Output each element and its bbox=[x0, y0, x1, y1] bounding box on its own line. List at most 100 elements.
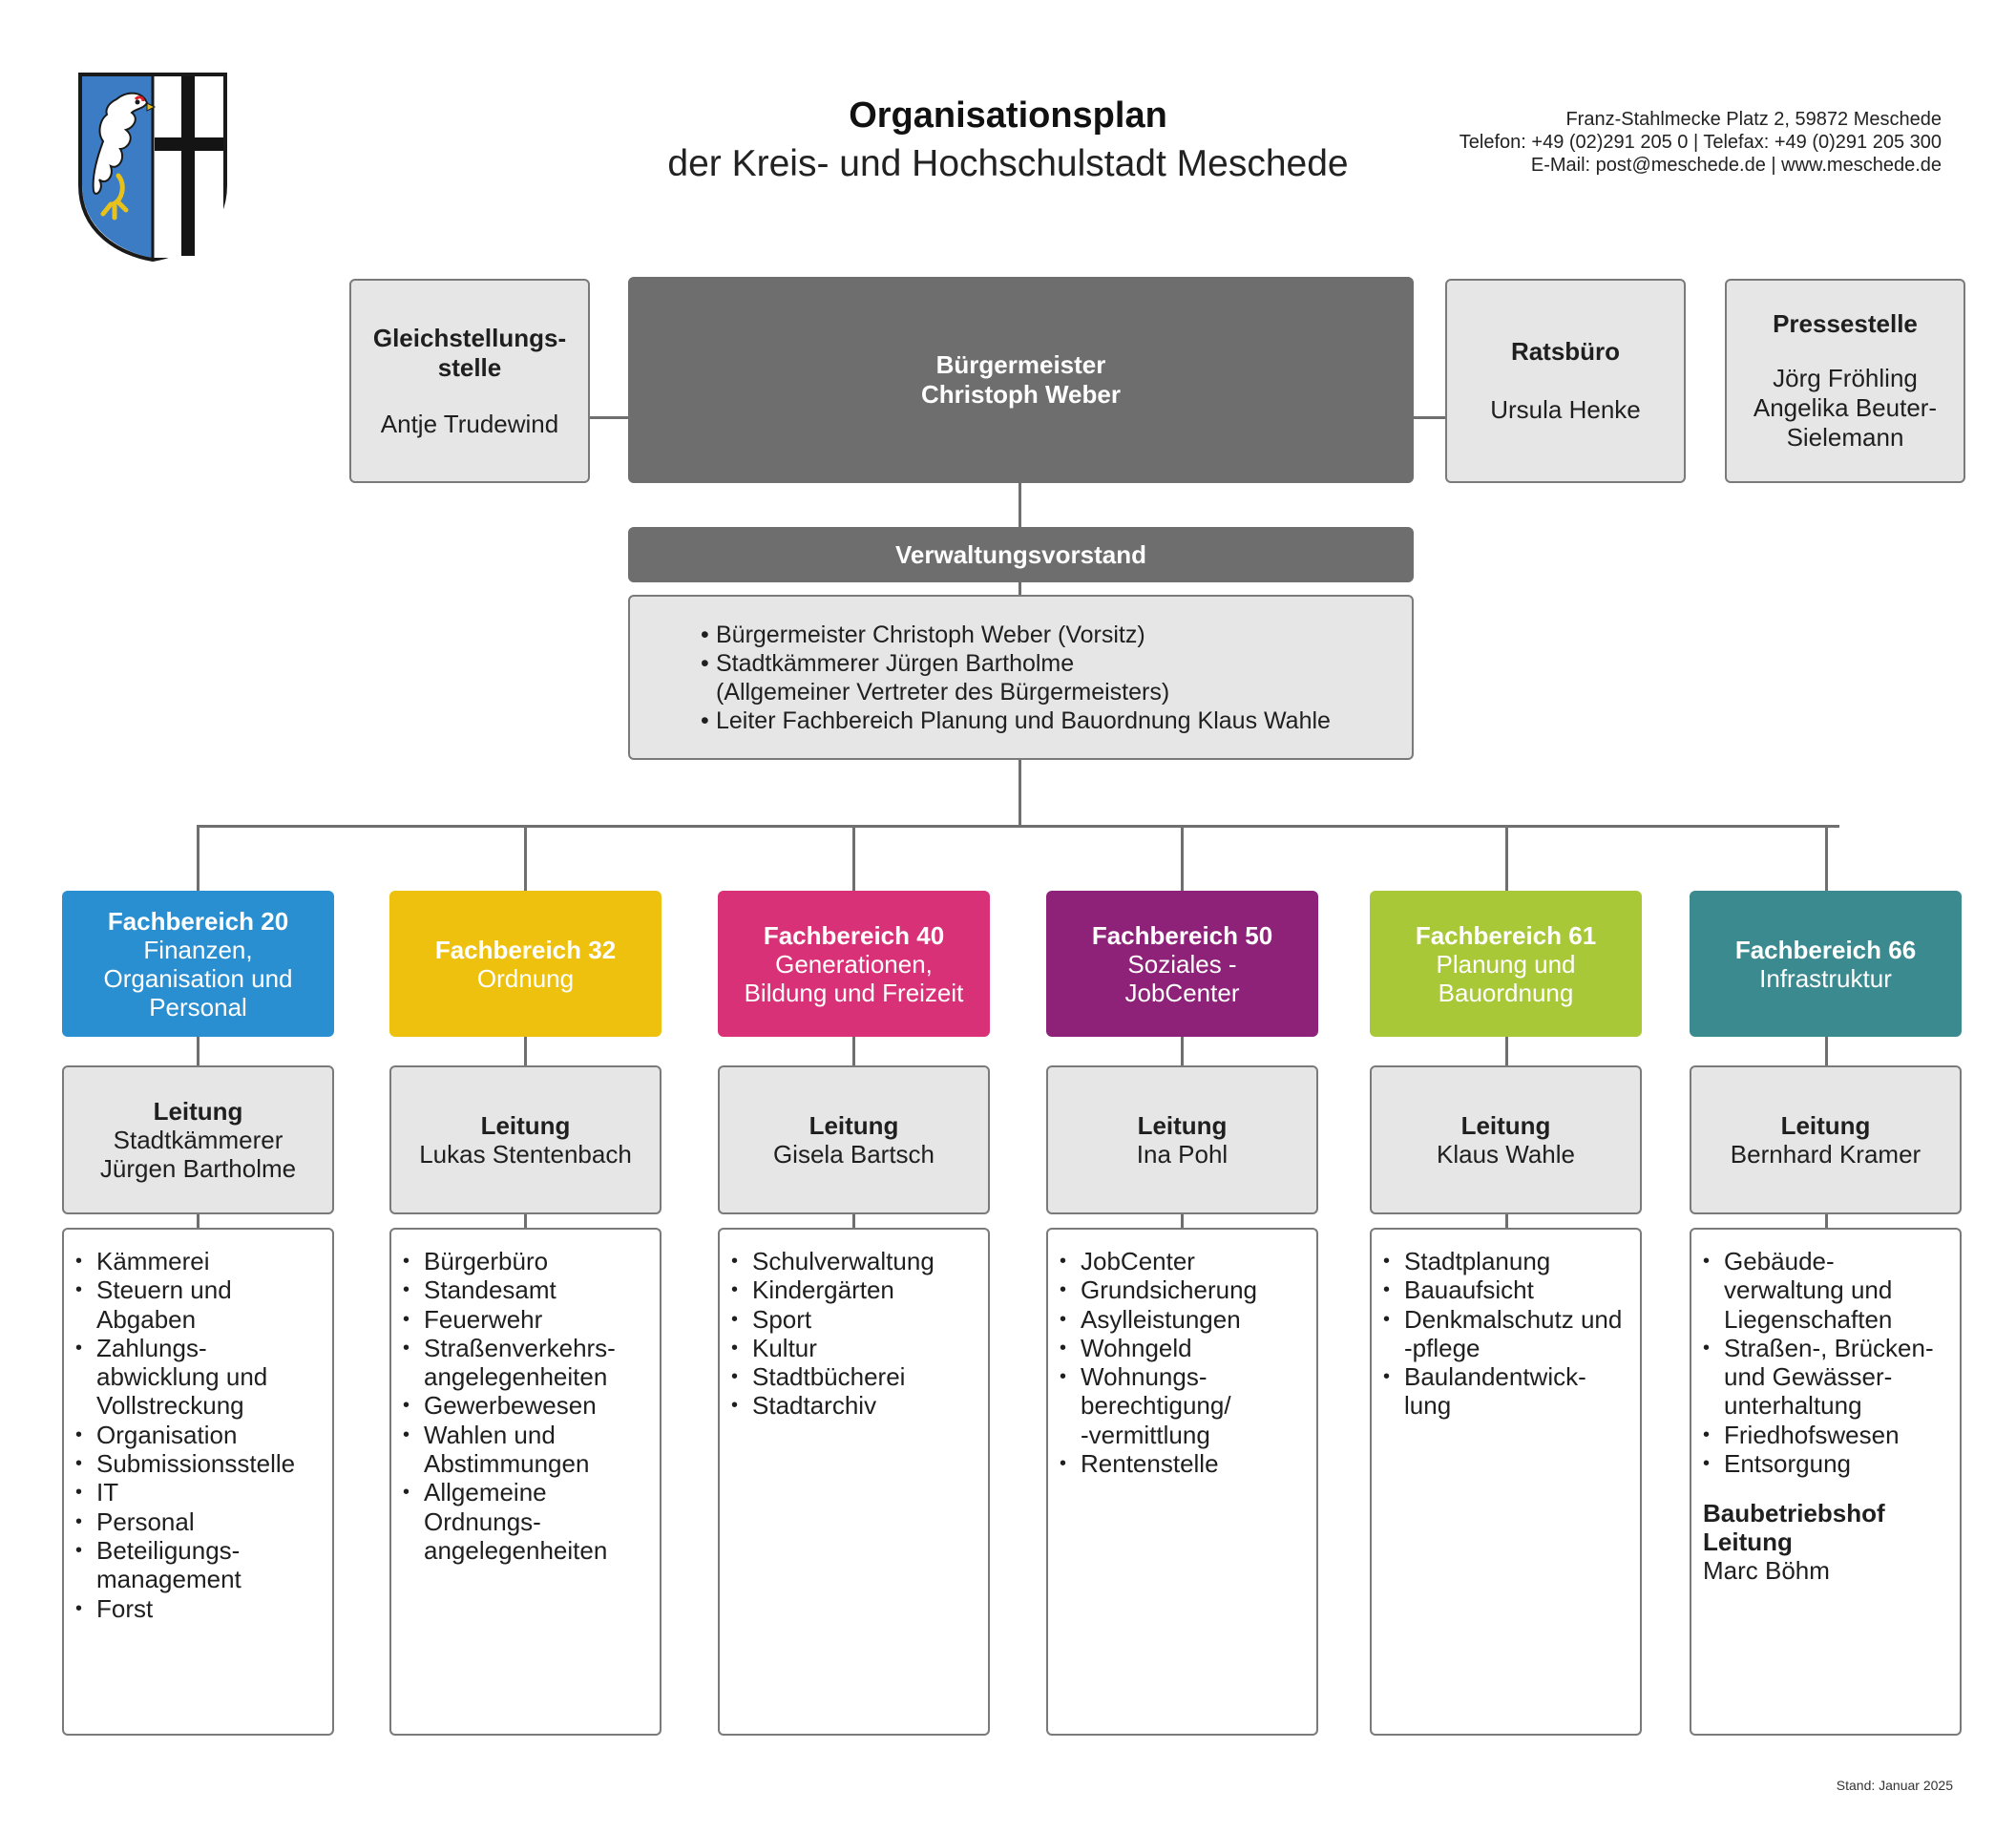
fachbereich-name-line: Ordnung bbox=[476, 963, 575, 993]
baubetriebshof-leitung: Leitung bbox=[1703, 1528, 1793, 1557]
aufgaben-item: •Standesamt bbox=[403, 1275, 556, 1305]
connector-vv-list bbox=[1018, 580, 1021, 598]
vv-member-note: (Allgemeiner Vertreter des Bürgermeister… bbox=[716, 678, 1170, 706]
contact-phone: Telefon: +49 (02)291 205 0 | Telefax: +4… bbox=[1459, 132, 1942, 153]
page-subtitle: der Kreis- und Hochschulstadt Meschede bbox=[667, 143, 1349, 184]
leitung-person-line: Ina Pohl bbox=[1136, 1140, 1228, 1169]
connector-fb bbox=[1505, 1212, 1508, 1230]
connector-fb bbox=[1825, 825, 1828, 894]
pressestelle-title: Pressestelle bbox=[1773, 309, 1918, 338]
aufgaben-item: •Gebäude- verwaltung und Liegenschaften bbox=[1703, 1247, 1893, 1334]
buergermeister-title: Bürgermeister bbox=[935, 350, 1106, 379]
aufgaben-item: •Gewerbewesen bbox=[403, 1391, 597, 1421]
aufgaben-item: •Forst bbox=[75, 1593, 154, 1623]
leitung-title: Leitung bbox=[808, 1111, 899, 1140]
leitung-title: Leitung bbox=[153, 1097, 243, 1126]
leitung-title: Leitung bbox=[1780, 1111, 1871, 1140]
fachbereich-number: Fachbereich 32 bbox=[434, 935, 617, 964]
connector-gleichstellung bbox=[590, 416, 634, 419]
fachbereich-number: Fachbereich 66 bbox=[1734, 935, 1917, 964]
aufgaben-item: •IT bbox=[75, 1478, 119, 1507]
stand-date: Stand: Januar 2025 bbox=[1836, 1778, 1953, 1793]
connector-fb bbox=[1825, 1037, 1828, 1069]
ratsbuero-title: Ratsbüro bbox=[1510, 337, 1621, 366]
leitung-person-line: Klaus Wahle bbox=[1437, 1140, 1575, 1169]
connector-fb bbox=[197, 1037, 200, 1069]
coat-of-arms-logo bbox=[78, 73, 227, 263]
aufgaben-box: •JobCenter•Grundsicherung•Asylleistungen… bbox=[1046, 1228, 1318, 1736]
aufgaben-item: •Schulverwaltung bbox=[731, 1247, 934, 1275]
pressestelle-box: Pressestelle Jörg Fröhling Angelika Beut… bbox=[1725, 279, 1965, 483]
aufgaben-item: •Personal bbox=[75, 1506, 195, 1536]
aufgaben-list: •Stadtplanung•Bauaufsicht•Denkmalschutz … bbox=[1383, 1247, 1622, 1421]
vv-member: •Leiter Fachbereich Planung und Bauordnu… bbox=[701, 706, 1331, 734]
contact-info: Franz-Stahlmecke Platz 2, 59872 Meschede… bbox=[1460, 108, 1942, 177]
gleichstellung-title-1: Gleichstellungs- bbox=[372, 323, 567, 352]
aufgaben-item: •Straßen-, Brücken- und Gewässer- unterh… bbox=[1703, 1333, 1934, 1421]
aufgaben-item: •Bauaufsicht bbox=[1383, 1275, 1534, 1305]
aufgaben-item: •Sport bbox=[731, 1304, 812, 1334]
fachbereich-name-line: Soziales - bbox=[1127, 949, 1237, 979]
aufgaben-box: •Gebäude- verwaltung und Liegenschaften•… bbox=[1690, 1228, 1962, 1736]
gleichstellung-box: Gleichstellungs- stelle Antje Trudewind bbox=[349, 279, 590, 483]
aufgaben-item: •Denkmalschutz und -pflege bbox=[1383, 1304, 1623, 1362]
gleichstellung-title-2: stelle bbox=[437, 352, 502, 382]
aufgaben-item: •Submissionsstelle bbox=[75, 1449, 296, 1479]
fachbereich-name-line: Organisation und bbox=[103, 963, 293, 993]
verwaltungsvorstand-members-box: •Bürgermeister Christoph Weber (Vorsitz)… bbox=[628, 595, 1414, 760]
connector-fb bbox=[852, 1037, 855, 1069]
aufgaben-item: •Feuerwehr bbox=[403, 1304, 543, 1334]
connector-fb bbox=[1181, 1037, 1184, 1069]
connector-fb bbox=[852, 825, 855, 894]
ratsbuero-box: Ratsbüro Ursula Henke bbox=[1445, 279, 1686, 483]
aufgaben-item: •Asylleistungen bbox=[1060, 1304, 1241, 1334]
leitung-person-line: Jürgen Bartholme bbox=[99, 1154, 297, 1183]
page-title: Organisationsplan bbox=[849, 95, 1167, 136]
horizontal-bus bbox=[198, 825, 1839, 828]
fachbereich-number: Fachbereich 61 bbox=[1415, 920, 1597, 950]
leitung-title: Leitung bbox=[1137, 1111, 1228, 1140]
connector-fb bbox=[1505, 825, 1508, 894]
aufgaben-item: •Grundsicherung bbox=[1060, 1275, 1257, 1305]
connector-fb bbox=[1181, 1212, 1184, 1230]
aufgaben-item: •Bürgerbüro bbox=[403, 1247, 549, 1275]
aufgaben-item: •Straßenverkehrs- angelegenheiten bbox=[403, 1333, 616, 1392]
connector-vv-bus bbox=[1018, 758, 1021, 827]
aufgaben-item: •Entsorgung bbox=[1703, 1449, 1851, 1479]
leitung-person-line: Bernhard Kramer bbox=[1730, 1140, 1922, 1169]
fachbereich-name-line: Bildung und Freizeit bbox=[744, 978, 964, 1007]
ratsbuero-person: Ursula Henke bbox=[1490, 395, 1641, 424]
leitung-person-line: Gisela Bartsch bbox=[772, 1140, 935, 1169]
pressestelle-person-1: Jörg Fröhling bbox=[1773, 364, 1918, 392]
aufgaben-item: •Kultur bbox=[731, 1333, 817, 1362]
aufgaben-item: •Rentenstelle bbox=[1060, 1449, 1219, 1479]
aufgaben-item: •Wohngeld bbox=[1060, 1333, 1192, 1362]
contact-email-web: E-Mail: post@meschede.de | www.meschede.… bbox=[1530, 155, 1942, 176]
connector-fb bbox=[524, 1212, 527, 1230]
aufgaben-list: •Schulverwaltung•Kindergärten•Sport•Kult… bbox=[731, 1247, 934, 1421]
aufgaben-box: •Schulverwaltung•Kindergärten•Sport•Kult… bbox=[718, 1228, 990, 1736]
aufgaben-box: •Bürgerbüro•Standesamt•Feuerwehr•Straßen… bbox=[389, 1228, 662, 1736]
baubetriebshof-title: Baubetriebshof bbox=[1703, 1499, 1885, 1528]
fachbereich-name-line: Finanzen, bbox=[143, 935, 253, 964]
connector-fb bbox=[1825, 1212, 1828, 1230]
fachbereich-name-line: Personal bbox=[149, 992, 247, 1022]
aufgaben-item: •Kindergärten bbox=[731, 1275, 894, 1305]
fachbereich-number: Fachbereich 20 bbox=[107, 906, 289, 936]
verwaltungsvorstand-header: Verwaltungsvorstand bbox=[628, 527, 1414, 582]
vv-member: •Bürgermeister Christoph Weber (Vorsitz) bbox=[701, 621, 1145, 648]
contact-address: Franz-Stahlmecke Platz 2, 59872 Meschede bbox=[1565, 109, 1942, 130]
aufgaben-item: •Organisation bbox=[75, 1420, 238, 1449]
connector-fb bbox=[197, 825, 200, 894]
pressestelle-person-3: Sielemann bbox=[1786, 423, 1904, 452]
aufgaben-item: •Kämmerei bbox=[75, 1247, 210, 1275]
aufgaben-item: •Steuern und Abgaben bbox=[75, 1275, 232, 1334]
pressestelle-person-2: Angelika Beuter- bbox=[1753, 393, 1938, 422]
fachbereich-name-line: Planung und bbox=[1436, 949, 1576, 979]
